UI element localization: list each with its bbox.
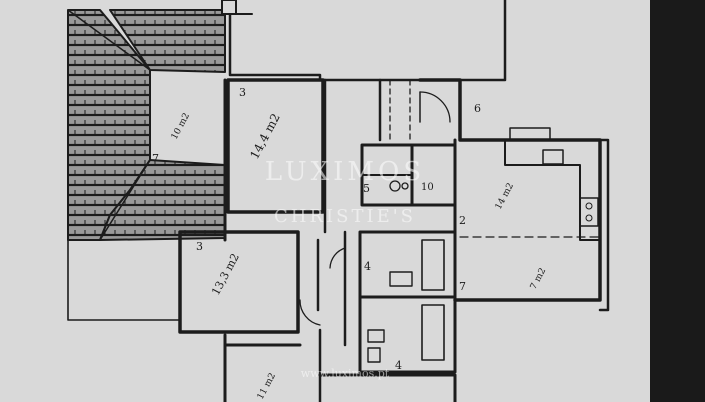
stove-burner <box>585 214 593 222</box>
bottom-right-wall <box>318 373 457 402</box>
watermark-subbrand: CHRISTIE'S <box>274 206 416 227</box>
roof-hatched-area-top <box>109 9 226 73</box>
bathtub-a <box>421 239 445 291</box>
roof-ridge-2 <box>99 159 151 241</box>
toilet-b <box>367 347 381 363</box>
plot-boundary-left <box>67 239 181 321</box>
right-exterior-wall <box>598 138 610 312</box>
room-number: 6 <box>474 102 481 115</box>
kitchen-stove <box>579 197 599 227</box>
kitchen-counter <box>504 139 601 241</box>
room-number: 3 <box>196 240 203 253</box>
room-number: 2 <box>459 214 466 227</box>
room-number: 10 <box>421 182 434 193</box>
terrace-outline <box>228 0 507 82</box>
room-number: 4 <box>364 260 371 273</box>
watermark-url: www.luximos.pt <box>301 367 390 380</box>
toilet-symbol <box>401 182 409 190</box>
bathroom-b-walls <box>358 295 457 374</box>
bedroom-upper-walls <box>226 78 325 214</box>
room-number: 7 <box>152 152 159 165</box>
room-number: 5 <box>363 182 370 195</box>
corridor-door-swing <box>329 247 346 269</box>
stove-burner <box>585 202 593 210</box>
room-number: 3 <box>239 86 246 99</box>
basin-a <box>389 271 413 287</box>
bedroom-lower-door-swing <box>299 299 321 326</box>
room-6-door-swing <box>419 91 451 123</box>
basin-b <box>367 329 385 343</box>
toilet-symbol <box>389 180 401 192</box>
top-corner-block <box>221 0 237 15</box>
roof-ridge <box>67 9 151 71</box>
right-dark-border <box>650 0 705 402</box>
watermark-brand: LUXIMOS <box>265 157 425 187</box>
kitchen-top-unit <box>509 127 551 141</box>
room-number: 4 <box>395 359 402 372</box>
bathtub-b <box>421 304 445 361</box>
room-number: 7 <box>459 280 466 293</box>
bedroom-lower-walls <box>178 230 300 334</box>
kitchen-sink <box>542 149 564 165</box>
